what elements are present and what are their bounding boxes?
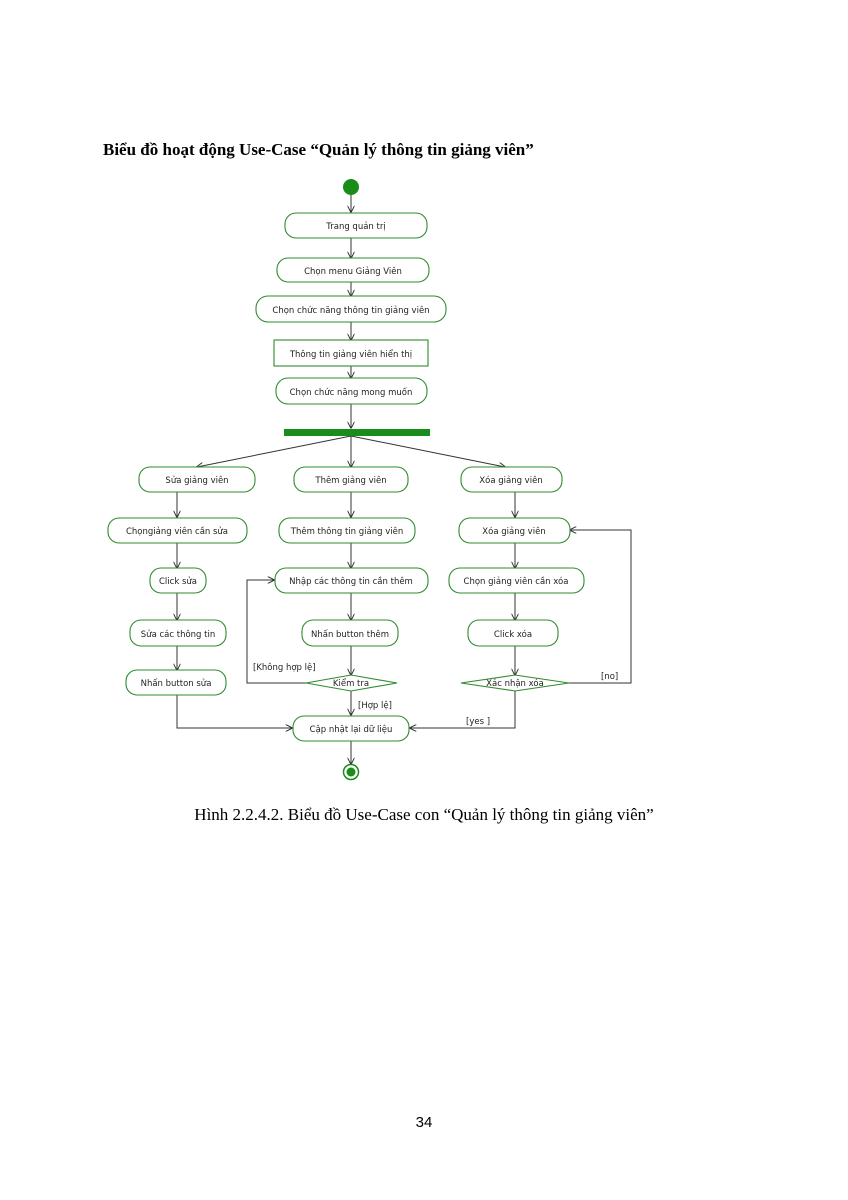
section-heading: Biểu đồ hoạt động Use-Case “Quản lý thôn… [103,140,534,159]
svg-text:Chọn menu Giảng Viên: Chọn menu Giảng Viên [304,266,402,277]
svg-text:Cập nhật lại dữ liệu: Cập nhật lại dữ liệu [310,724,393,735]
start-node [343,179,359,195]
decision-xac-nhan-xoa: Xác nhận xóa [460,674,570,692]
svg-text:Chọngiảng viên cần sửa: Chọngiảng viên cần sửa [126,526,228,537]
svg-text:Trang quản trị: Trang quản trị [325,221,385,232]
guard-yes: [yes ] [466,717,490,727]
svg-text:Xóa giảng viên: Xóa giảng viên [479,475,542,486]
action-chon-gv-can-sua: Chọngiảng viên cần sửa [107,517,248,544]
svg-text:Thêm thông tin giảng viên: Thêm thông tin giảng viên [290,526,403,537]
action-chon-menu: Chọn menu Giảng Viên [276,257,430,283]
action-nhan-button-sua: Nhấn button sửa [125,669,227,696]
fork-bar [284,429,430,436]
action-sua-cac-thong-tin: Sửa các thông tin [129,619,227,647]
action-nhan-button-them: Nhấn button thêm [301,619,399,647]
page-number: 34 [415,1114,433,1131]
svg-text:Thông tin giảng viên hiển thị: Thông tin giảng viên hiển thị [289,349,412,360]
svg-text:Chọn giảng viên cần xóa: Chọn giảng viên cần xóa [464,576,569,587]
svg-text:Nhấn button thêm: Nhấn button thêm [311,629,389,640]
action-them-giang-vien: Thêm giảng viên [293,466,409,493]
action-trang-quan-tri: Trang quản trị [284,212,428,239]
end-node [342,763,360,781]
svg-text:Sửa giảng viên: Sửa giảng viên [165,475,228,486]
action-cap-nhat-du-lieu: Cập nhật lại dữ liệu [292,715,410,742]
action-xoa-giang-vien: Xóa giảng viên [460,466,563,493]
svg-text:Nhập các thông tin cần thêm: Nhập các thông tin cần thêm [289,576,413,587]
action-them-thong-tin-gv: Thêm thông tin giảng viên [278,517,416,544]
action-click-sua: Click sửa [149,567,207,594]
svg-text:Chọn chức năng thông tin giảng: Chọn chức năng thông tin giảng viên [272,305,429,316]
action-sua-giang-vien: Sửa giảng viên [138,466,256,493]
svg-text:Thêm giảng viên: Thêm giảng viên [314,475,386,486]
guard-khong-hop-le: [Không hợp lệ] [253,662,316,673]
svg-text:Nhấn button sửa: Nhấn button sửa [141,678,212,689]
action-xoa-giang-vien-2: Xóa giảng viên [458,517,571,544]
figure-caption: Hình 2.2.4.2. Biểu đồ Use-Case con “Quản… [194,805,654,824]
action-chon-chuc-nang-mong-muon: Chọn chức năng mong muốn [275,377,428,405]
action-click-xoa: Click xóa [467,619,559,647]
svg-text:Kiểm tra: Kiểm tra [333,678,369,689]
svg-text:Sửa các thông tin: Sửa các thông tin [141,629,215,640]
action-chon-chuc-nang-ttgv: Chọn chức năng thông tin giảng viên [255,295,447,323]
guard-no: [no] [601,672,618,682]
svg-text:Xác nhận xóa: Xác nhận xóa [486,678,544,689]
action-chon-gv-can-xoa: Chọn giảng viên cần xóa [448,567,585,594]
action-nhap-cac-thong-tin: Nhập các thông tin cần thêm [274,567,429,594]
object-thong-tin-hien-thi: Thông tin giảng viên hiển thị [273,339,429,367]
svg-text:Click sửa: Click sửa [159,576,197,587]
svg-text:Chọn chức năng mong muốn: Chọn chức năng mong muốn [290,387,413,398]
guard-hop-le: [Hợp lệ] [358,700,392,711]
diagram-edges [177,195,632,764]
svg-text:Click xóa: Click xóa [494,629,532,640]
decision-kiem-tra: Kiểm tra [305,674,398,692]
svg-text:Xóa giảng viên: Xóa giảng viên [482,526,545,537]
